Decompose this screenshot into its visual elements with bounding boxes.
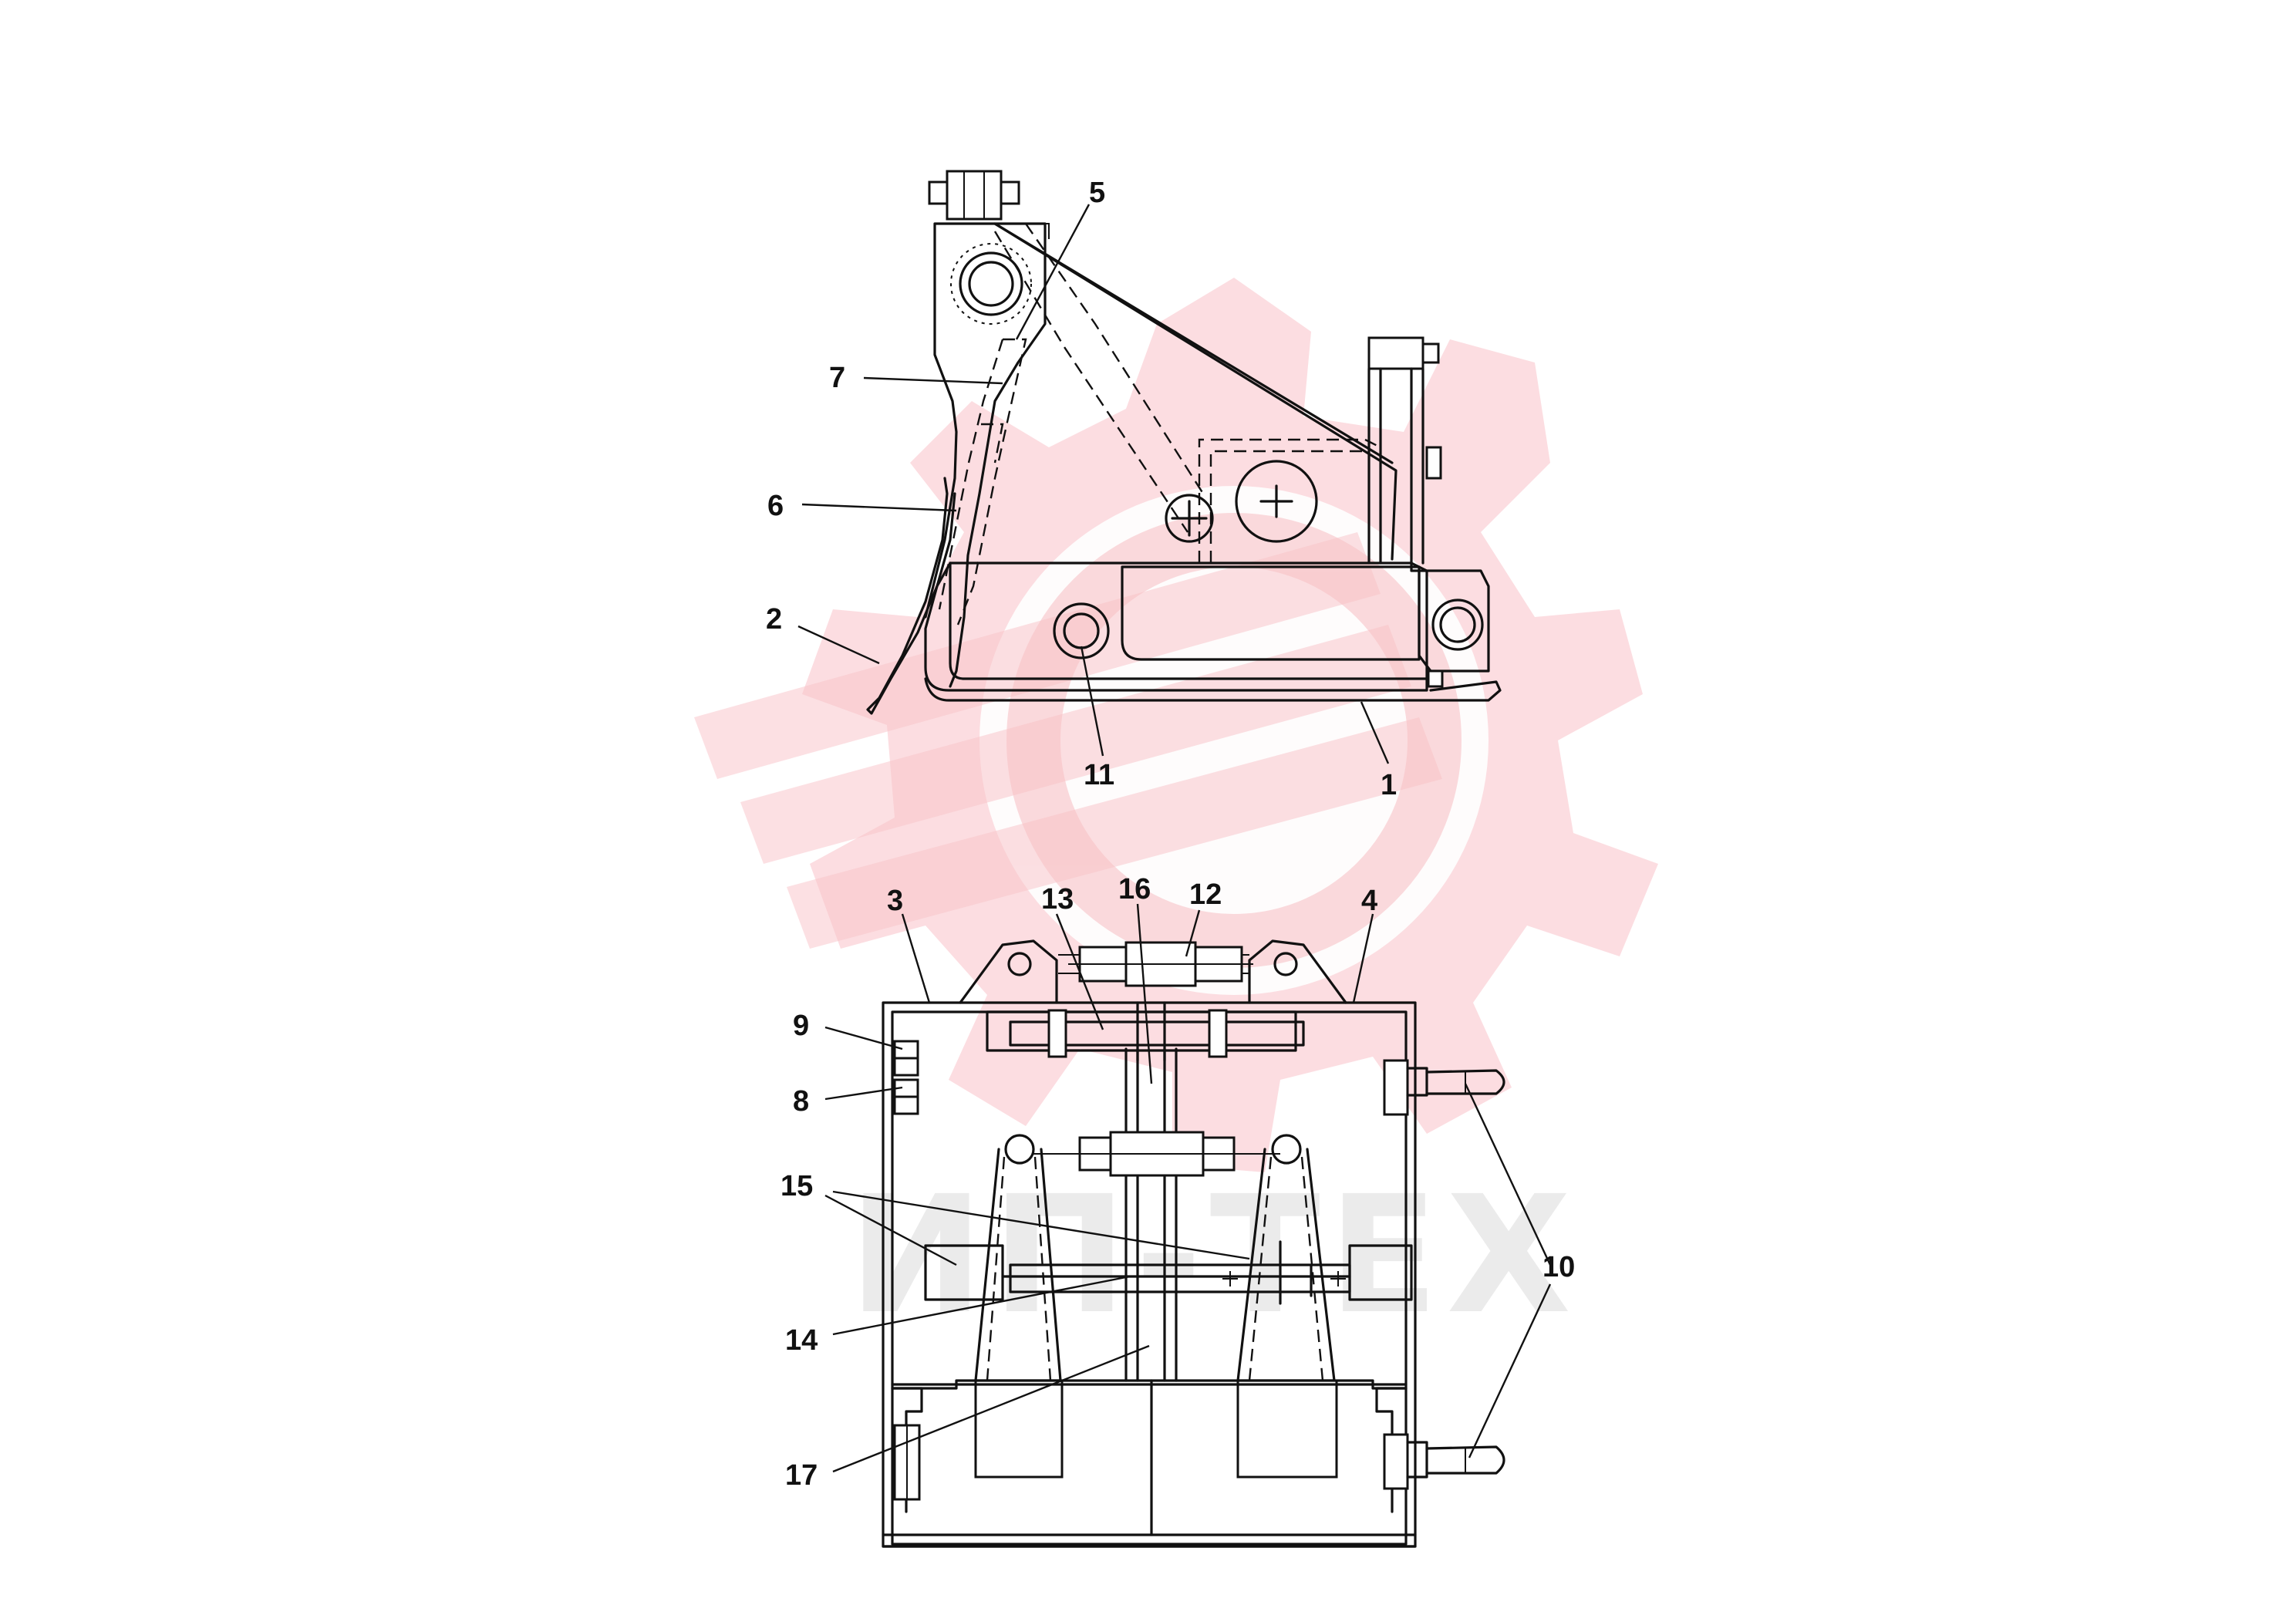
callout-11: 11	[1084, 759, 1114, 791]
upper-clevis	[928, 170, 1020, 221]
plan-view	[882, 939, 1505, 1548]
callout-10: 10	[1542, 1251, 1575, 1283]
callout-13: 13	[1041, 883, 1074, 916]
callout-16: 16	[1118, 873, 1151, 905]
spring-rod	[938, 338, 1027, 626]
middle-turnbuckle	[1033, 1131, 1280, 1177]
callout-4: 4	[1361, 885, 1377, 917]
upper-housing	[1165, 438, 1382, 563]
left-arm	[974, 1134, 1064, 1479]
callout-9: 9	[793, 1010, 809, 1042]
left-brackets	[893, 1040, 921, 1501]
leader-lines	[797, 204, 1552, 1473]
main-frame	[924, 561, 1428, 692]
callout-3: 3	[887, 885, 903, 917]
top-coupling	[959, 939, 1347, 1004]
hidden-link	[993, 223, 1205, 533]
callout-5: 5	[1089, 177, 1105, 209]
right-pins	[1383, 1059, 1505, 1490]
callout-1: 1	[1381, 769, 1397, 801]
callout-2: 2	[766, 603, 782, 636]
left-upright-arm	[924, 222, 1047, 688]
frame-window	[1121, 565, 1421, 661]
cross-bar	[924, 1240, 1413, 1305]
callout-7: 7	[829, 362, 845, 394]
watermark-gear-icon	[802, 278, 1658, 1172]
callout-labels: 5 7 6 2 11 1 3 4 13 16 12 9 8 15 14 17 1…	[766, 177, 1575, 1492]
callout-8: 8	[793, 1085, 809, 1118]
watermark-text: ИП-ТЕХ	[848, 1161, 1579, 1350]
right-upright	[1367, 336, 1490, 688]
upper-pivot-bolt	[950, 243, 1032, 325]
center-rods	[1124, 1047, 1178, 1536]
callout-17: 17	[785, 1459, 818, 1492]
diagonal-brace	[993, 222, 1397, 561]
watermark-stripes	[694, 532, 1442, 949]
callout-6: 6	[767, 490, 784, 522]
callout-12: 12	[1189, 878, 1222, 911]
callout-15: 15	[781, 1170, 813, 1202]
side-view	[866, 170, 1502, 715]
slide-bar	[986, 1001, 1305, 1062]
watermark-logo: ИП-ТЕХ	[694, 278, 1658, 1350]
callout-14: 14	[785, 1324, 818, 1357]
